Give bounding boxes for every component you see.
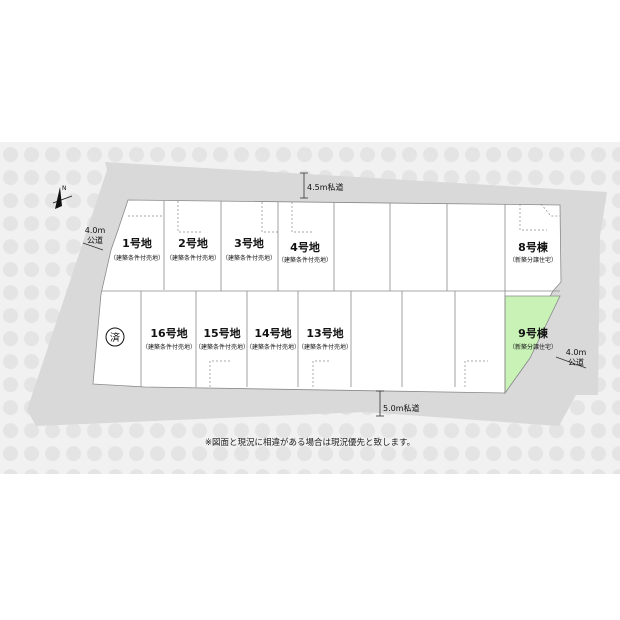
lot-lines [102,201,560,393]
lot-13-sub: （建築条件付売地） [298,343,352,351]
lot-8-sub: （新築分譲住宅） [509,256,557,264]
lot-3-name: 3号地 [234,236,264,250]
lot-14-sub: （建築条件付売地） [246,343,300,351]
lot-15-sub: （建築条件付売地） [195,343,249,351]
bottom-road-label: 5.0m私道 [383,403,420,413]
lot-4-sub: （建築条件付売地） [278,256,332,264]
lot-3-sub: （建築条件付売地） [222,254,276,262]
lot-16-name: 16号地 [150,326,187,340]
lot-13-name: 13号地 [306,326,343,340]
lot-4-name: 4号地 [290,240,320,254]
lot-8-name: 8号棟 [518,240,549,254]
lot-2-name: 2号地 [178,236,208,250]
lot-9-name: 9号棟 [518,326,549,340]
sold-mark: 済 [110,331,120,344]
lot-2-sub: （建築条件付売地） [166,254,220,262]
compass-label: N [62,185,67,192]
lot-9-sub: （新築分譲住宅） [509,343,557,351]
lot-15-name: 15号地 [203,326,240,340]
parking-dashes [128,201,560,387]
disclaimer-note: ※図面と現況に相違がある場合は現況優先と致します。 [204,438,416,448]
road-dimension-marks [82,172,587,417]
left-road-width: 4.0m [85,226,106,235]
lot-16-sub: （建築条件付売地） [142,343,196,351]
left-road-type: 公道 [87,235,103,245]
right-road-type: 公道 [568,357,584,367]
right-road-width: 4.0m [566,348,587,357]
site-block [92,199,562,394]
lot-14-name: 14号地 [254,326,291,340]
north-compass-icon [52,187,73,209]
top-road-label: 4.5m私道 [307,182,344,192]
lot-1-sub: （建築条件付売地） [110,254,164,262]
lot-1-name: 1号地 [122,236,152,250]
sold-mark-circle [105,327,125,347]
